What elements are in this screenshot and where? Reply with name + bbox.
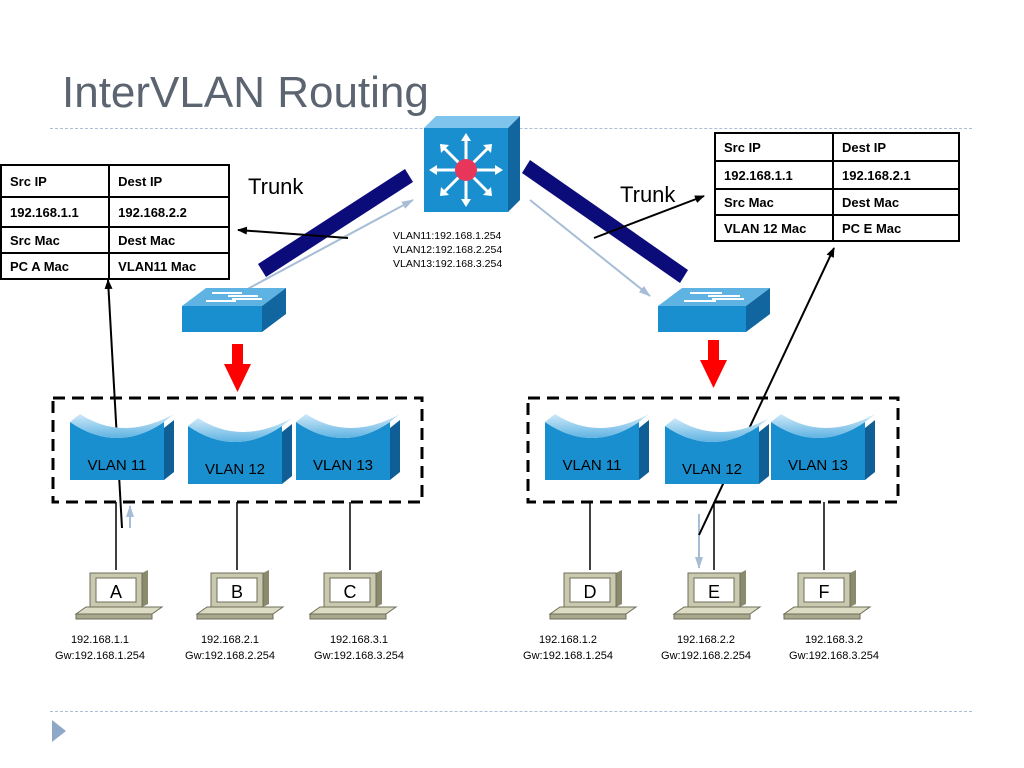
trunk-label-right: Trunk — [620, 182, 676, 207]
vlan-cylinder-icon-left-12[interactable]: VLAN 12 — [188, 418, 292, 484]
vlan-label: VLAN 13 — [788, 457, 848, 474]
cell-dest-mac: Dest Mac — [832, 188, 960, 216]
cell-src-mac-value: PC A Mac — [0, 252, 111, 280]
cell-dest-ip-value: 192.168.2.1 — [832, 160, 960, 190]
cell-dest-mac-value: PC E Mac — [832, 214, 960, 242]
cell-src-mac-value: VLAN 12 Mac — [714, 214, 834, 242]
pointer-line-table-right — [593, 195, 705, 239]
vlan-cylinder-icon-right-13[interactable]: VLAN 13 — [771, 414, 875, 480]
switch-icon-left[interactable] — [182, 288, 286, 332]
vlan-label: VLAN 11 — [88, 457, 147, 474]
router-ip-vlan11: VLAN11:192.168.1.254 — [393, 230, 502, 242]
vlan-cylinder-icon-right-11[interactable]: VLAN 11 — [545, 414, 649, 480]
vlan-label: VLAN 13 — [313, 457, 373, 474]
cell-dest-ip-value: 192.168.2.2 — [108, 196, 230, 228]
pointer-line-pc-e-table — [698, 247, 835, 536]
vlan-cylinder-icon-left-11[interactable]: VLAN 11 — [70, 414, 174, 480]
footer-divider — [50, 711, 972, 712]
cell-dest-mac-value: VLAN11 Mac — [108, 252, 230, 280]
pc-ip: 192.168.1.2 — [538, 634, 598, 646]
nav-triangle-icon[interactable] — [52, 720, 66, 742]
cell-dest-mac: Dest Mac — [108, 226, 230, 254]
router-ip-vlan12: VLAN12:192.168.2.254 — [393, 244, 503, 256]
pc-gateway: Gw:192.168.2.254 — [185, 650, 275, 662]
pc-gateway: Gw:192.168.3.254 — [314, 650, 404, 662]
vlan-group-box-right — [526, 396, 900, 504]
vlan-label: VLAN 11 — [563, 457, 622, 474]
red-down-arrow-left — [224, 344, 251, 392]
cell-src-ip: Src IP — [0, 164, 111, 198]
pc-ip: 192.168.1.1 — [70, 634, 130, 646]
cell-src-ip-value: 192.168.1.1 — [714, 160, 834, 190]
red-down-arrow-right — [700, 340, 727, 388]
pc-gateway: Gw:192.168.2.254 — [661, 650, 751, 662]
vlan-label: VLAN 12 — [682, 461, 742, 478]
pc-icon-b[interactable]: B — [195, 570, 285, 620]
pointer-line-table-left — [237, 226, 349, 239]
router-ip-vlan13: VLAN13:192.168.3.254 — [393, 258, 503, 270]
pc-name-label: D — [584, 582, 597, 602]
pointer-line-pc-a-table — [104, 279, 123, 529]
cell-src-mac: Src Mac — [0, 226, 111, 254]
trunk-label-left: Trunk — [248, 174, 304, 199]
vlan-label: VLAN 12 — [205, 461, 265, 478]
pc-icon-f[interactable]: F — [782, 570, 872, 620]
cell-src-ip-value: 192.168.1.1 — [0, 196, 111, 228]
packet-arrow-to-switch-right — [529, 199, 651, 297]
pc-ip: 192.168.3.2 — [804, 634, 864, 646]
pc-gateway: Gw:192.168.1.254 — [523, 650, 613, 662]
pc-name-label: F — [819, 582, 830, 602]
pc-gateway: Gw:192.168.1.254 — [55, 650, 145, 662]
cell-src-mac: Src Mac — [714, 188, 834, 216]
pc-name-label: A — [110, 582, 122, 602]
slide-title: InterVLAN Routing — [62, 68, 429, 117]
pc-ip: 192.168.3.1 — [329, 634, 389, 646]
cell-src-ip: Src IP — [714, 132, 834, 162]
switch-icon-right[interactable] — [658, 288, 770, 332]
pc-drop-lines — [115, 502, 825, 570]
pc-ip: 192.168.2.1 — [200, 634, 260, 646]
pc-name-label: C — [344, 582, 357, 602]
router-icon[interactable] — [424, 116, 520, 212]
packet-arrow-to-router — [241, 199, 414, 293]
pc-icon-a[interactable]: A — [74, 570, 164, 620]
vlan-cylinder-icon-right-12[interactable]: VLAN 12 — [665, 418, 769, 484]
vlan-cylinder-icon-left-13[interactable]: VLAN 13 — [296, 414, 400, 480]
cell-dest-ip: Dest IP — [108, 164, 230, 198]
cell-dest-ip: Dest IP — [832, 132, 960, 162]
pc-gateway: Gw:192.168.3.254 — [789, 650, 879, 662]
pc-icon-d[interactable]: D — [548, 570, 638, 620]
trunk-link-right — [522, 160, 688, 283]
pc-icon-c[interactable]: C — [308, 570, 398, 620]
pc-name-label: B — [231, 582, 243, 602]
pc-ip: 192.168.2.2 — [676, 634, 736, 646]
trunk-link-left — [258, 169, 413, 277]
pc-icon-e[interactable]: E — [672, 570, 762, 620]
pc-name-label: E — [708, 582, 720, 602]
router-ip-labels: VLAN11:192.168.1.254 VLAN12:192.168.2.25… — [393, 229, 533, 271]
